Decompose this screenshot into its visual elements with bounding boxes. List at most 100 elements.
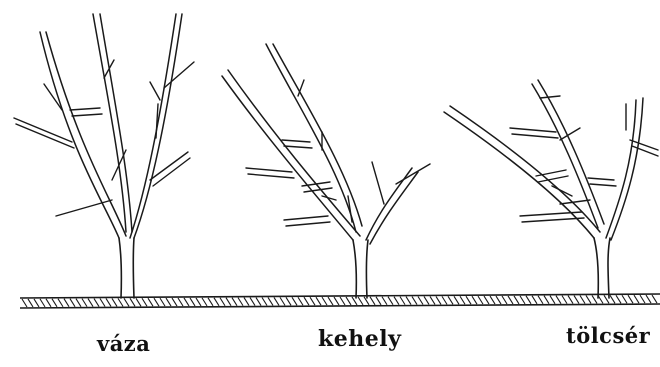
ground-hatch-stroke [250, 298, 255, 306]
kehely-center-limb [266, 44, 362, 232]
vaza-lateral [112, 150, 126, 180]
ground-hatch-stroke [346, 297, 351, 305]
kehely-right-limb [366, 168, 418, 244]
kehely-lateral [284, 216, 330, 226]
caption-vaza: váza [97, 333, 150, 354]
ground-hatch-stroke [202, 298, 207, 306]
tolcser-lateral [540, 96, 560, 98]
ground-hatch-stroke [292, 297, 297, 305]
ground-hatch-stroke [190, 298, 195, 306]
ground-hatch-stroke [514, 296, 519, 304]
ground-hatch-stroke [46, 299, 51, 307]
tolcser-lateral [588, 178, 616, 186]
kehely-lateral [396, 164, 430, 184]
ground-hatch-stroke [52, 299, 57, 307]
vaza-lateral [156, 104, 158, 138]
tolcser-lateral [560, 128, 580, 140]
ground-hatch-stroke [196, 298, 201, 306]
tolcser-lateral [630, 140, 658, 156]
ground-hatch-stroke [466, 296, 471, 304]
ground-hatch-stroke [562, 296, 567, 304]
ground-hatch-stroke [334, 297, 339, 305]
ground-hatch-stroke [34, 299, 39, 307]
vaza-lateral [70, 108, 102, 116]
tolcser-lateral [552, 186, 572, 196]
ground-hatch-stroke [304, 297, 309, 305]
caption-tolcser: tölcsér [566, 325, 650, 346]
ground-hatch-stroke [622, 295, 627, 303]
ground-hatch-stroke [526, 296, 531, 304]
kehely-trunk [353, 240, 368, 298]
ground-hatch-stroke [484, 296, 489, 304]
kehely-left-limb [222, 70, 360, 240]
ground-hatch-stroke [130, 298, 135, 306]
ground-hatch-stroke [454, 296, 459, 304]
ground-hatch-stroke [286, 297, 291, 305]
ground-hatch-stroke [238, 298, 243, 306]
tolcser-lateral [560, 200, 590, 204]
ground-hatch-stroke [586, 295, 591, 303]
ground-hatch-stroke [418, 297, 423, 305]
ground-hatch-stroke [262, 297, 267, 305]
ground-hatch-stroke [568, 296, 573, 304]
ground-hatch-stroke [532, 296, 537, 304]
ground-hatch-stroke [136, 298, 141, 306]
ground-hatch-stroke [244, 298, 249, 306]
vaza-trunk [119, 238, 134, 298]
ground-hatch-stroke [28, 299, 33, 307]
tree-kehely [222, 44, 430, 298]
ground-hatch-stroke [598, 295, 603, 303]
ground-hatch-stroke [508, 296, 513, 304]
ground-hatch-stroke [58, 299, 63, 307]
ground-hatch-stroke [232, 298, 237, 306]
ground-hatch-stroke [448, 296, 453, 304]
ground-hatch-stroke [616, 295, 621, 303]
ground-hatch-stroke [640, 295, 645, 303]
ground-hatch-stroke [328, 297, 333, 305]
ground-hatch-stroke [388, 297, 393, 305]
ground-strip [20, 294, 660, 308]
ground-hatch-stroke [574, 296, 579, 304]
tree-vaza [14, 14, 194, 298]
ground-hatch-stroke [148, 298, 153, 306]
ground-hatch-stroke [634, 295, 639, 303]
ground-hatch-stroke [106, 298, 111, 306]
ground-hatch-stroke [208, 298, 213, 306]
ground-hatch-stroke [94, 299, 99, 307]
ground-hatch-stroke [628, 295, 633, 303]
kehely-lateral [282, 140, 312, 148]
ground-hatch-stroke [178, 298, 183, 306]
ground-hatch-stroke [478, 296, 483, 304]
ground-hatch-stroke [280, 297, 285, 305]
ground-hatch-stroke [490, 296, 495, 304]
ground-hatch-stroke [496, 296, 501, 304]
ground-hatch-stroke [40, 299, 45, 307]
ground-hatch-stroke [214, 298, 219, 306]
vaza-center-leader [93, 14, 132, 232]
ground-hatch-stroke [64, 299, 69, 307]
ground-hatch-stroke [274, 297, 279, 305]
ground-hatch-stroke [502, 296, 507, 304]
ground-hatch-stroke [370, 297, 375, 305]
ground-hatch-stroke [382, 297, 387, 305]
ground-hatch-stroke [82, 299, 87, 307]
ground-hatch-stroke [394, 297, 399, 305]
vaza-lateral [56, 200, 112, 216]
ground-hatch-stroke [298, 297, 303, 305]
ground-hatch-stroke [172, 298, 177, 306]
ground-hatch-stroke [610, 295, 615, 303]
vaza-lateral [150, 62, 194, 100]
ground-hatch-stroke [406, 297, 411, 305]
ground-hatch-stroke [646, 295, 651, 303]
tolcser-lateral [510, 128, 558, 138]
vaza-lateral [14, 118, 74, 148]
ground-hatch-stroke [322, 297, 327, 305]
ground-hatch-stroke [430, 296, 435, 304]
caption-kehely: kehely [318, 328, 401, 350]
ground-hatch-stroke [442, 296, 447, 304]
ground-hatch-stroke [166, 298, 171, 306]
ground-hatch-stroke [472, 296, 477, 304]
vaza-right-leader [130, 14, 182, 238]
